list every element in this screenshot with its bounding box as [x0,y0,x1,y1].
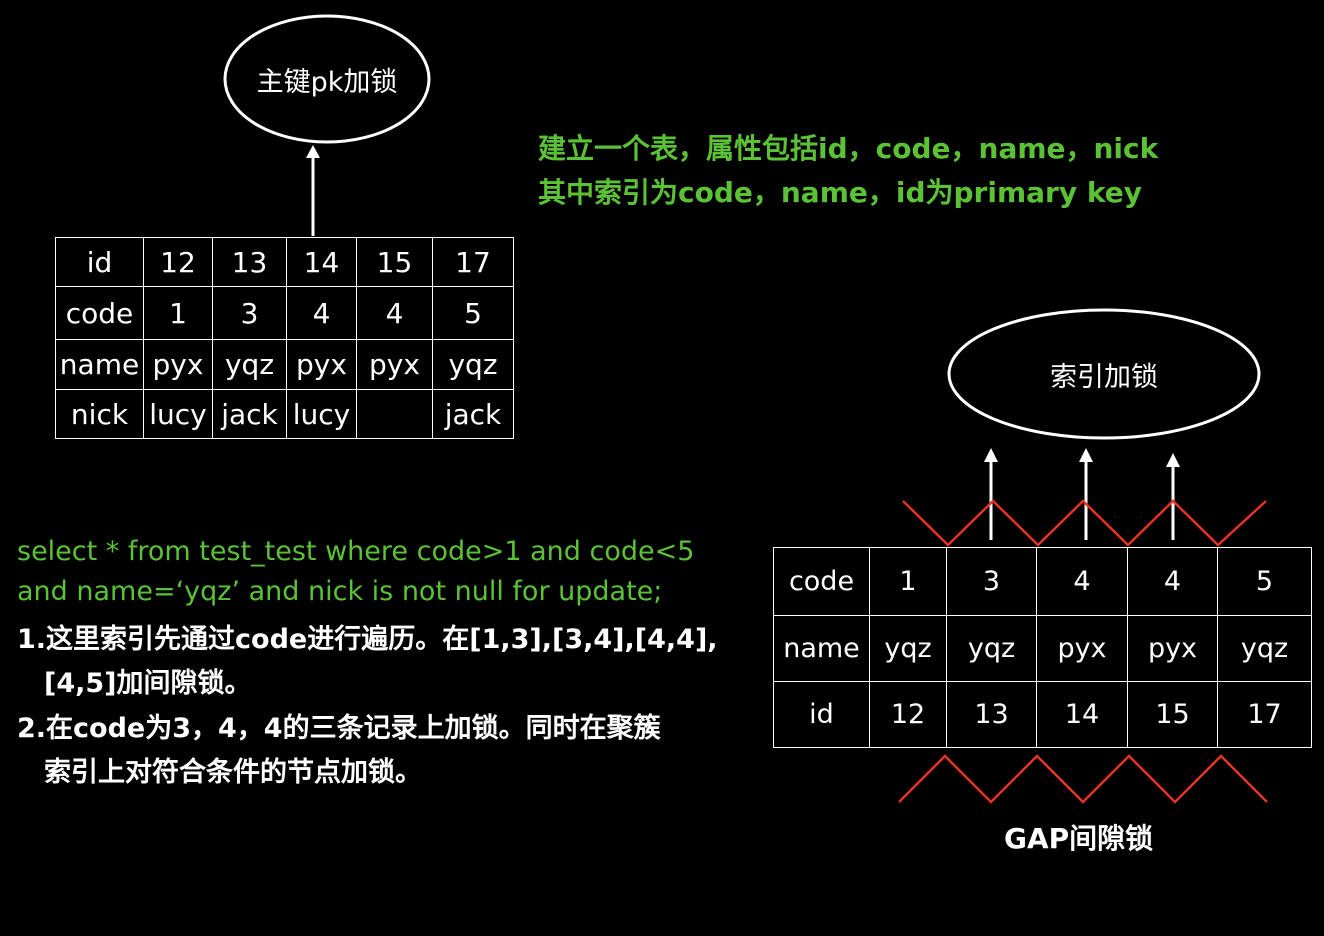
gap-lock-label: GAP间隙锁 [1004,822,1154,855]
gap-zigzag-top [902,499,1267,547]
pk-table-cell: 12 [143,237,213,287]
pk-table-cell: pyx [143,339,213,390]
pk-table-row-header: nick [55,389,144,439]
index-lock-arrowhead-3 [1166,453,1180,467]
pk-table-cell: 15 [356,237,433,287]
index-table-row-header: code [773,547,870,616]
index-table-cell: 12 [869,681,947,748]
pk-table-cell: lucy [286,389,357,439]
pk-table-cell: 1 [143,286,213,340]
pk-table-row-header: id [55,237,144,287]
index-table-cell: 17 [1217,681,1312,748]
pk-table-row-header: name [55,339,144,390]
pk-table-cell: jack [212,389,287,439]
index-table-row-header: name [773,615,870,682]
pk-table-cell: lucy [143,389,213,439]
pk-table-cell: 17 [432,237,514,287]
index-table-row-header: id [773,681,870,748]
pk-table-row-header: code [55,286,144,340]
pk-table-cell: 3 [212,286,287,340]
query-line-2: and name=‘yqz’ and nick is not null for … [17,576,663,607]
pk-table-cell: 4 [356,286,433,340]
index-table-cell: 4 [1127,547,1218,616]
index-table-cell: pyx [1127,615,1218,682]
pk-table-cell: jack [432,389,514,439]
pk-lock-label: 主键pk加锁 [256,66,398,98]
pk-table-cell: yqz [432,339,514,390]
pk-table-cell: 5 [432,286,514,340]
table-description-line-1: 建立一个表，属性包括id，code，name，nick [538,132,1159,165]
pk-table-cell [356,389,433,439]
pk-table-cell: 14 [286,237,357,287]
index-table-cell: pyx [1036,615,1128,682]
query-line-1: select * from test_test where code>1 and… [17,536,695,567]
pk-lock-ellipse [223,14,431,144]
pk-table-cell: 13 [212,237,287,287]
pk-table-cell: 4 [286,286,357,340]
index-lock-arrowhead-1 [984,448,998,462]
pk-table-cell: pyx [286,339,357,390]
index-lock-ellipse [947,308,1261,440]
index-table-cell: yqz [869,615,947,682]
index-table-cell: yqz [1217,615,1312,682]
index-table-cell: 1 [869,547,947,616]
pk-table-cell: yqz [212,339,287,390]
note-line-2: [4,5]加间隙锁。 [44,668,252,699]
index-table-cell: 3 [946,547,1037,616]
index-table-cell: yqz [946,615,1037,682]
index-table-cell: 4 [1036,547,1128,616]
index-table-cell: 14 [1036,681,1128,748]
gap-zigzag-bottom [898,754,1268,804]
index-lock-label: 索引加锁 [1050,361,1158,393]
index-lock-arrowhead-2 [1079,448,1093,462]
index-table-cell: 13 [946,681,1037,748]
pk-lock-arrowhead [306,145,320,158]
index-table-cell: 5 [1217,547,1312,616]
pk-table-cell: pyx [356,339,433,390]
note-line-4: 索引上对符合条件的节点加锁。 [44,757,422,788]
note-line-3: 2.在code为3，4，4的三条记录上加锁。同时在聚簇 [17,713,661,744]
table-description-line-2: 其中索引为code，name，id为primary key [538,176,1142,209]
note-line-1: 1.这里索引先通过code进行遍历。在[1,3],[3,4],[4,4], [17,624,718,655]
index-table-cell: 15 [1127,681,1218,748]
